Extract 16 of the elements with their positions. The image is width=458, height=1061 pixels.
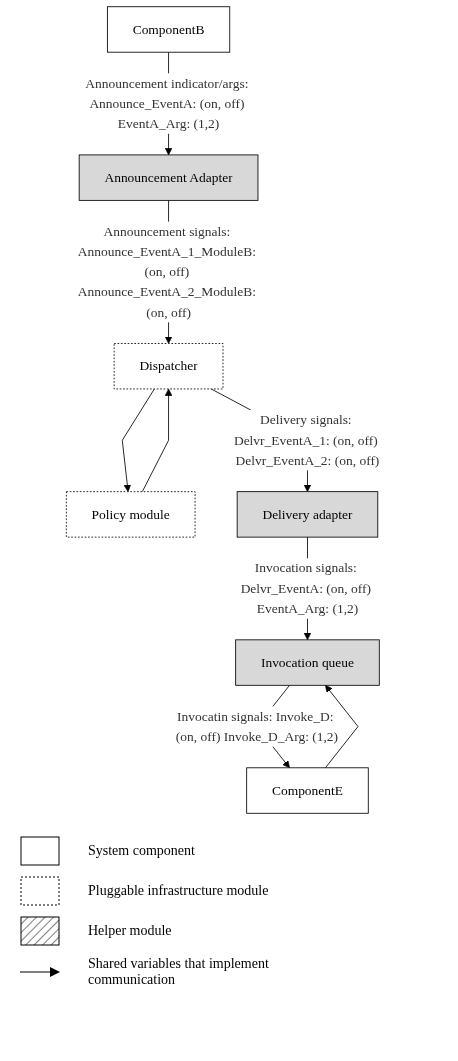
node-box: Announcement Adapter (78, 154, 259, 201)
legend-text: Helper module (88, 923, 172, 939)
node-box: ComponentE (246, 767, 369, 814)
edge-label: Announcement indicator/args: Announce_EventA: (on, off) EventA_Arg: (1,2) (85, 75, 249, 131)
node-box: Dispatcher (113, 343, 224, 390)
node-box: Invocation queue (235, 639, 380, 686)
node-box: Delivery adapter (236, 491, 379, 538)
legend-text: Shared variables that implement communication (88, 956, 270, 988)
legend-text: Pluggable infrastructure module (88, 883, 269, 899)
edge-label: Delivery signals: Delvr_EventA_1: (on, off) Delvr_EventA_2: (on, off) (233, 412, 380, 468)
edge-label: Announcement signals: Announce_EventA_1_ModuleB: (on, off) Announce_EventA_2_ModuleB: (on, off) (77, 223, 256, 320)
legend-text: System component (88, 843, 195, 859)
node-box: Policy module (65, 491, 196, 538)
node-box: ComponentB (106, 6, 231, 53)
edge-label: Invocation signals: Delvr_EventA: (on, off) EventA_Arg: (1,2) (240, 560, 371, 616)
edge-label: Invocatin signals: Invoke_D: (on, off) Invoke_D_Arg: (1,2) (175, 708, 339, 744)
